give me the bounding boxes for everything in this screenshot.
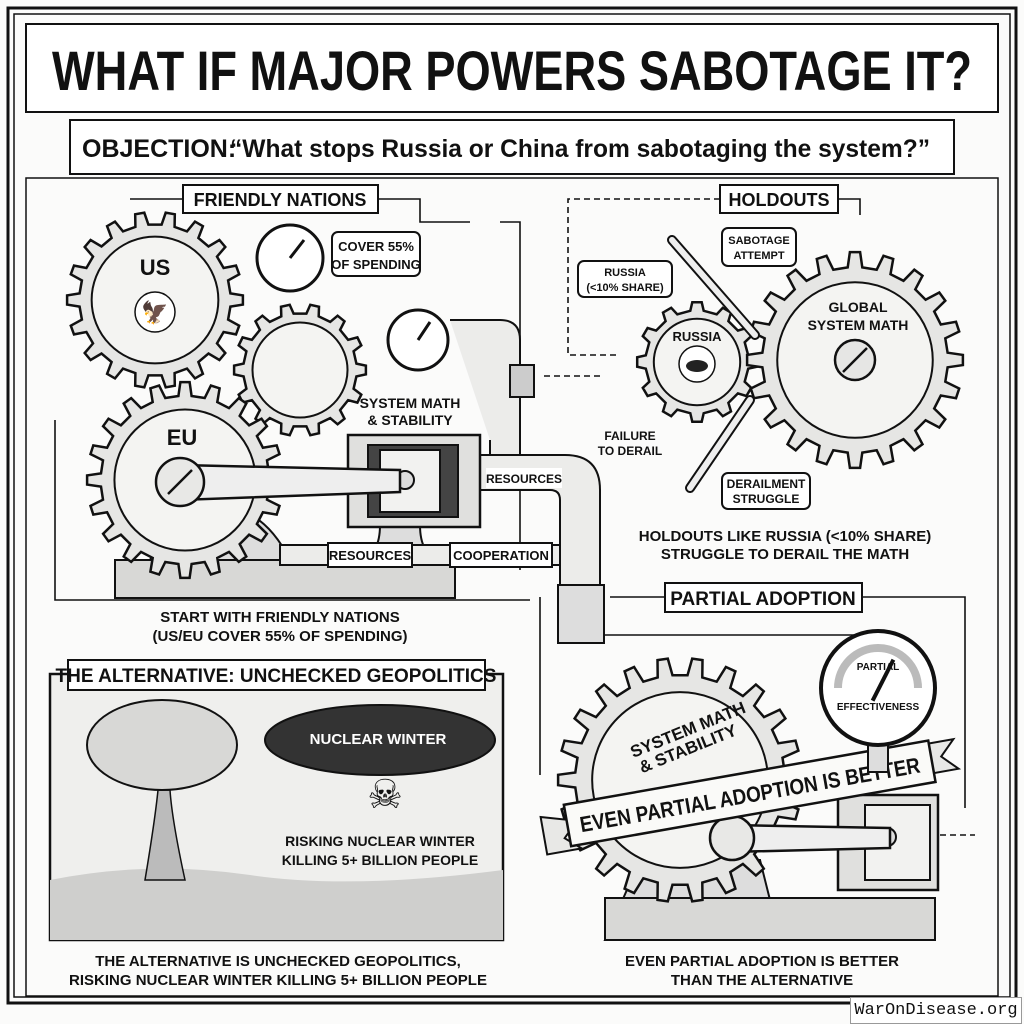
derailment-callout (721, 472, 811, 510)
partial-adoption-label: PARTIAL ADOPTION (670, 589, 855, 610)
friendly-nations-label: FRIENDLY NATIONS (194, 190, 367, 210)
circuit-line (54, 420, 530, 601)
cloud-label: NUCLEAR WINTER (310, 731, 447, 748)
sabotage-label: ATTEMPT (733, 250, 784, 262)
crank-bolt (708, 814, 756, 862)
alternative-caption: RISKING NUCLEAR WINTER KILLING 5+ BILLIO… (69, 972, 487, 989)
mushroom-cloud (86, 699, 238, 791)
inner-frame (13, 13, 1011, 998)
russia-callout-label: RUSSIA (604, 267, 646, 279)
sabotage-callout (721, 227, 797, 267)
resources-pipe-label: RESOURCES (486, 472, 562, 486)
nuclear-winter-cloud (264, 704, 496, 776)
friendly-caption: (US/EU COVER 55% OF SPENDING) (152, 628, 407, 645)
derailment-label: DERAILMENT (727, 477, 806, 491)
russia-gear-label: RUSSIA (672, 329, 722, 344)
page-title: WHAT IF MAJOR POWERS SABOTAGE IT? (52, 39, 972, 102)
eagle-seal-icon (134, 291, 176, 333)
holdouts-header (719, 184, 839, 214)
circuit-line (838, 198, 861, 215)
partial-caption: EVEN PARTIAL ADOPTION IS BETTER (625, 953, 899, 970)
valve (509, 364, 535, 398)
resources-box (327, 542, 413, 568)
global-gear-label: SYSTEM MATH (808, 317, 909, 333)
failure-label: TO DERAIL (598, 444, 662, 458)
russia-callout (577, 260, 673, 298)
holdouts-caption: HOLDOUTS LIKE RUSSIA (<10% SHARE) (639, 528, 931, 545)
pipe-coupling (557, 584, 605, 644)
cover-label: OF SPENDING (331, 257, 421, 272)
outer-frame (6, 6, 1018, 1005)
partial-adoption-header (664, 582, 863, 613)
objection-quote: “What stops Russia or China from sabotag… (230, 135, 930, 163)
content-frame (25, 177, 999, 997)
sabotage-label: SABOTAGE (728, 235, 790, 247)
resources-label: RESOURCES (329, 548, 412, 563)
us-gear-label: US (140, 255, 171, 280)
derailment-label: STRUGGLE (733, 492, 800, 506)
middle-gear (232, 303, 368, 437)
objection-label: OBJECTION: (82, 135, 236, 163)
cover-callout (331, 231, 421, 277)
dashed-link (540, 198, 720, 377)
circuit-line (539, 596, 966, 808)
skull-crossbones-icon: ☠ (367, 772, 403, 817)
russia-callout-label: (<10% SHARE) (586, 282, 664, 294)
title-box (25, 23, 999, 113)
holdouts-caption: STRUGGLE TO DERAIL THE MATH (661, 546, 909, 563)
system-label: SYSTEM MATH (360, 395, 461, 411)
objection-box (69, 119, 955, 175)
gauge-top-label: PARTIAL (857, 662, 900, 673)
watermark: WarOnDisease.org (850, 997, 1022, 1024)
risk-label: RISKING NUCLEAR WINTER (285, 833, 475, 849)
eagle-icon: 🦅 (141, 299, 168, 325)
friendly-caption: START WITH FRIENDLY NATIONS (160, 609, 399, 626)
machine-base (604, 897, 936, 941)
holdouts-section: HOLDOUTS RUSSIA GLOBAL SYSTEM MATH SABOT… (540, 184, 965, 563)
alternative-caption: THE ALTERNATIVE IS UNCHECKED GEOPOLITICS… (95, 953, 461, 970)
gauge-bottom-label: EFFECTIVENESS (837, 702, 920, 713)
alternative-header-label: THE ALTERNATIVE: UNCHECKED GEOPOLITICS (56, 666, 497, 687)
alternative-header (67, 659, 486, 691)
eu-gear-label: EU (167, 425, 198, 450)
gauge-needle (870, 658, 896, 702)
partial-caption: THAN THE ALTERNATIVE (671, 972, 853, 989)
partial-adoption-section: PARTIAL ADOPTION SYSTEM MATH & STABILITY… (539, 582, 975, 989)
risk-label: KILLING 5+ BILLION PEOPLE (282, 852, 478, 868)
friendly-nations-section: FRIENDLY NATIONS US 🦅 EU COVER 55% OF SP… (54, 184, 601, 645)
holdouts-label: HOLDOUTS (729, 190, 830, 210)
system-label: & STABILITY (367, 412, 453, 428)
resources-pipe-label-bg (486, 468, 562, 488)
cover-label: COVER 55% (338, 239, 414, 254)
friendly-nations-header (182, 184, 379, 214)
global-gear-label: GLOBAL (828, 299, 888, 315)
alternative-section: NUCLEAR WINTER ☠ RISKING NUCLEAR WINTER … (48, 659, 505, 989)
cooperation-box (449, 542, 553, 568)
cooperation-label: COOPERATION (453, 548, 549, 563)
failure-label: FAILURE (604, 429, 655, 443)
wasteland (50, 868, 503, 940)
pipe (450, 319, 521, 456)
